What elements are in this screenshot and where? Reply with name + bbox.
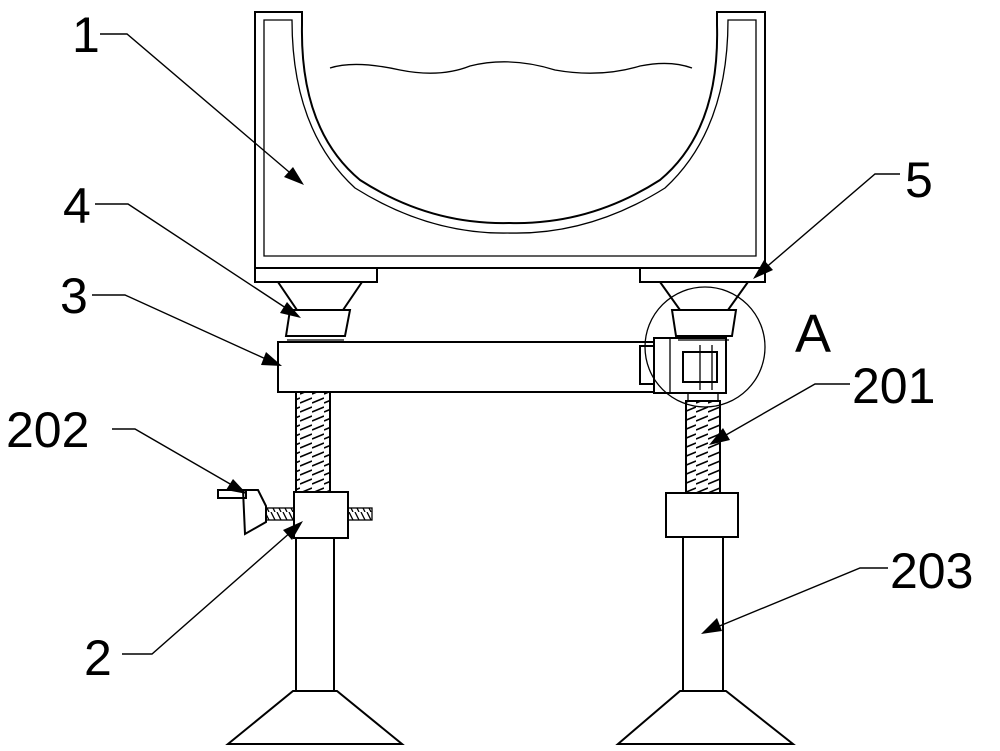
label-201: 201 [852, 358, 935, 414]
cross-bar [277, 341, 655, 393]
label-1: 1 [72, 7, 100, 63]
right-mount [639, 267, 766, 341]
label-3: 3 [60, 268, 88, 324]
leader-3 [92, 294, 282, 366]
right-leg [615, 400, 796, 745]
label-202: 202 [6, 402, 89, 458]
leader-2 [122, 521, 303, 655]
label-4: 4 [63, 178, 91, 234]
left-mount [254, 267, 378, 341]
detail-circle-a [644, 286, 766, 408]
tray-body [254, 11, 766, 269]
leader-202 [112, 428, 247, 494]
leader-4 [95, 203, 301, 318]
leader-201 [709, 383, 850, 445]
leader-203 [701, 567, 888, 634]
label-2: 2 [84, 630, 112, 686]
label-203: 203 [890, 543, 973, 599]
label-a: A [795, 304, 831, 364]
leader-1 [100, 33, 304, 185]
left-leg [217, 391, 405, 745]
label-5: 5 [905, 152, 933, 208]
leader-5 [753, 173, 900, 279]
